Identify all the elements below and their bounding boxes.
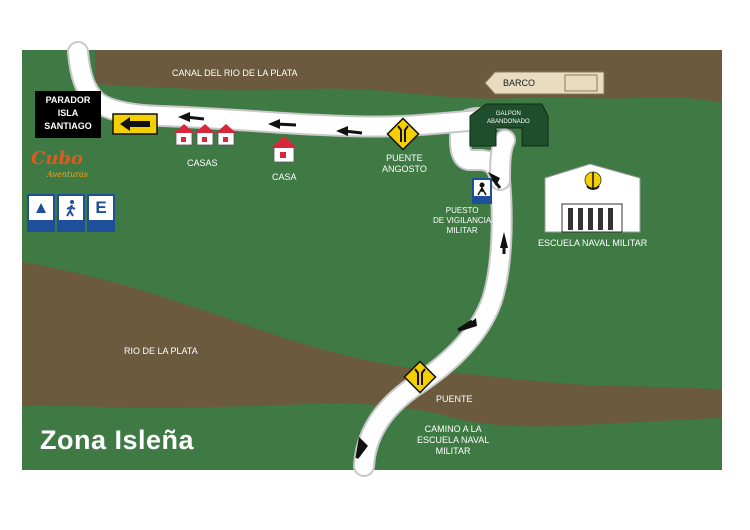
bridge-sign bbox=[403, 360, 437, 394]
arrow-6-shaft bbox=[275, 122, 297, 127]
camino-line1: CAMINO A LA bbox=[424, 424, 482, 434]
escuela-label: ESCUELA NAVAL MILITAR bbox=[538, 238, 648, 248]
casas-label: CASAS bbox=[187, 158, 218, 168]
camino-line2: ESCUELA NAVAL bbox=[417, 435, 490, 445]
puesto-line1: PUESTO bbox=[445, 206, 479, 215]
galpon-line2: ABANDONADO bbox=[487, 119, 530, 125]
parador-isla-santiago-sign: PARADOR ISLA SANTIAGO bbox=[35, 91, 101, 138]
arrow-7-shaft bbox=[185, 115, 205, 121]
arrow-5-shaft bbox=[343, 129, 363, 135]
arrow-7 bbox=[178, 112, 190, 122]
narrow-bridge-sign bbox=[386, 117, 420, 151]
puesto-line2: DE VIGILANCIA bbox=[433, 216, 492, 225]
camino-line3: MILITAR bbox=[435, 446, 471, 456]
arrow-1 bbox=[355, 436, 368, 459]
road-arrows bbox=[178, 112, 508, 459]
camping-service-icon: ▲ bbox=[27, 194, 55, 232]
logo-sub: Aventuras bbox=[47, 170, 88, 179]
river-label: RIO DE LA PLATA bbox=[124, 346, 198, 356]
single-house-icon bbox=[271, 136, 297, 163]
house-icon bbox=[174, 124, 194, 146]
house-icon bbox=[216, 124, 236, 146]
parador-line3: SANTIAGO bbox=[44, 121, 92, 131]
tent-icon: ▲ bbox=[32, 198, 50, 217]
abandoned-shed bbox=[469, 103, 549, 147]
house-icon bbox=[195, 124, 215, 146]
electricity-icon: E bbox=[95, 198, 107, 217]
puente-angosto-line2: ANGOSTO bbox=[382, 164, 427, 174]
logo-brand: Cubo bbox=[31, 148, 84, 169]
direction-sign bbox=[112, 113, 158, 135]
parador-line2: ISLA bbox=[57, 108, 79, 118]
puesto-line3: MILITAR bbox=[446, 226, 478, 235]
casa-label: CASA bbox=[272, 172, 297, 182]
hiker-icon bbox=[66, 200, 76, 217]
puente-label: PUENTE bbox=[436, 394, 473, 404]
naval-school-building bbox=[544, 163, 641, 233]
boat-shape bbox=[484, 71, 605, 95]
puente-angosto-label: PUENTE ANGOSTO bbox=[382, 153, 427, 175]
puesto-label: PUESTO DE VIGILANCIA MILITAR bbox=[433, 206, 491, 236]
barco-label: BARCO bbox=[503, 78, 536, 88]
parador-line1: PARADOR bbox=[45, 95, 91, 105]
galpon-label: GALPON ABANDONADO bbox=[487, 110, 530, 126]
canal-label: CANAL DEL RIO DE LA PLATA bbox=[172, 68, 298, 78]
arrow-6 bbox=[268, 119, 280, 129]
arrow-2-shaft bbox=[457, 319, 473, 332]
military-post-icon bbox=[472, 178, 492, 204]
arrow-4-shaft bbox=[490, 177, 502, 189]
hiking-service-icon bbox=[57, 194, 85, 232]
houses-group bbox=[174, 124, 236, 146]
zone-title: Zona Isleña bbox=[40, 425, 195, 455]
river-water bbox=[22, 262, 722, 427]
puente-angosto-line1: PUENTE bbox=[386, 153, 423, 163]
galpon-line1: GALPON bbox=[495, 111, 521, 117]
camino-label: CAMINO A LA ESCUELA NAVAL MILITAR bbox=[417, 424, 489, 457]
arrow-5 bbox=[336, 126, 348, 136]
cubo-aventuras-logo: Cubo Aventuras bbox=[31, 148, 111, 184]
electricity-service-icon: E bbox=[87, 194, 115, 232]
